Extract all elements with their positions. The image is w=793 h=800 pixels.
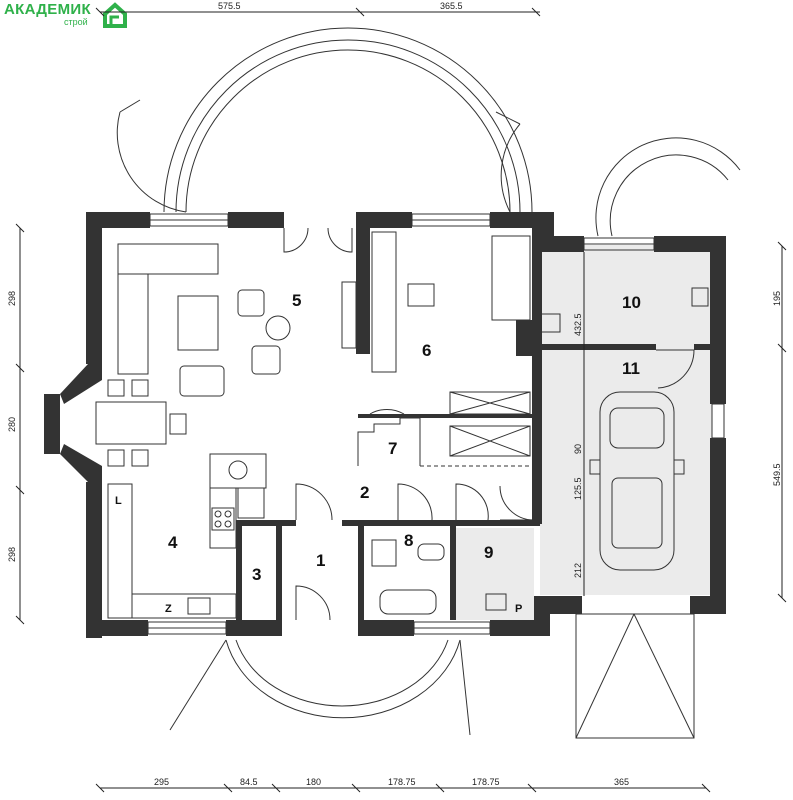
windows [45,213,725,635]
room-label-11: 11 [622,359,640,378]
dimension-labels: 575.5 365.5 295 84.5 180 178.75 178.75 3… [7,1,782,787]
room-label-9: 9 [484,543,493,562]
dim-right-1: 195 [772,291,782,306]
room-label-1: 1 [316,551,325,570]
brand-sub: строй [64,17,88,27]
room-label-3: 3 [252,565,261,584]
dim-bottom-4: 178.75 [388,777,416,787]
room-label-7: 7 [388,439,397,458]
dim-left-2: 280 [7,417,17,432]
office-furniture [357,231,531,467]
driveway [575,613,695,739]
car-icon [589,391,685,571]
dim-garage-3: 125.5 [573,477,583,500]
dim-garage-1: 432.5 [573,313,583,336]
brand-name: АКАДЕМИК [4,1,91,18]
kitchen-fixtures [107,453,267,619]
dim-garage-2: 90 [573,444,583,454]
house-logo-icon [103,2,127,28]
room-label-5: 5 [292,291,301,310]
bathroom-fixtures [371,287,709,615]
dim-bottom-1: 295 [154,777,169,787]
dim-right-2: 549.5 [772,463,782,486]
room-label-4: 4 [168,533,178,552]
garage-floor [540,245,712,595]
interior-walls [236,212,710,620]
terrace-arcs [116,27,741,736]
room-label-10: 10 [622,293,641,312]
dim-left-1: 298 [7,291,17,306]
room-label-8: 8 [404,531,413,550]
utility-floor [452,528,534,620]
fridge-label: L [115,495,122,507]
doors [283,227,695,621]
dim-garage-4: 212 [573,563,583,578]
living-furniture [95,243,357,467]
boiler-label: P [515,603,522,615]
exterior-walls [44,212,726,638]
dimension-lines [15,7,787,793]
dim-bottom-3: 180 [306,777,321,787]
room-label-6: 6 [422,341,431,360]
room-label-2: 2 [360,483,369,502]
dim-top-1: 575.5 [218,1,241,11]
sink-label: Z [165,603,172,615]
dim-bottom-5: 178.75 [472,777,500,787]
room-labels: 5 6 7 2 4 3 1 8 9 10 11 [168,291,641,584]
dim-bottom-2: 84.5 [240,777,258,787]
dim-bottom-6: 365 [614,777,629,787]
dim-top-2: 365.5 [440,1,463,11]
dim-left-3: 298 [7,547,17,562]
